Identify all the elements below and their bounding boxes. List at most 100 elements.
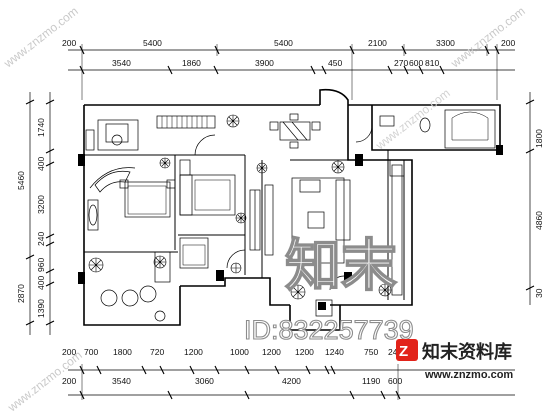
plant-icon <box>159 157 171 169</box>
dining-chair <box>289 141 299 149</box>
dim-bottom-outer-1: 200 <box>62 376 76 386</box>
balcony-chair <box>100 289 118 307</box>
dim-left-inner-7: 1390 <box>36 299 46 318</box>
door-swing <box>226 249 246 269</box>
brand-logo-mark: Z <box>399 343 408 360</box>
column <box>355 154 363 166</box>
master-bed <box>179 174 236 216</box>
dim-top-outer-1: 200 <box>62 38 76 48</box>
plant-icon <box>226 114 240 128</box>
nightstand <box>119 179 129 189</box>
column <box>318 302 326 310</box>
top-shelf <box>156 115 216 129</box>
nightstand <box>166 179 176 189</box>
structural-columns <box>78 145 503 310</box>
dim-bottom-inner-8: 1200 <box>295 347 314 357</box>
balcony-chair <box>139 285 157 303</box>
dim-left-inner-5: 960 <box>36 258 46 272</box>
plant-icon <box>290 284 306 300</box>
armchair <box>299 179 321 193</box>
dim-bottom-outer-6: 600 <box>388 376 402 386</box>
plant-icon <box>378 283 392 297</box>
dim-bottom-inner-6: 1000 <box>230 347 249 357</box>
dim-bottom-inner-10: 750 <box>364 347 378 357</box>
dim-top-inner-1: 3540 <box>112 58 131 68</box>
watermark-id: ID:832257739 <box>244 315 414 345</box>
dim-bottom-outer-2: 3540 <box>112 376 131 386</box>
dim-bottom-outer-5: 1190 <box>362 376 381 386</box>
dim-top-inner-7: 810 <box>425 58 439 68</box>
dim-top-inner-2: 1860 <box>182 58 201 68</box>
desk <box>105 123 129 143</box>
dim-bottom-inner-5: 1200 <box>184 347 203 357</box>
dining-chair <box>289 113 299 121</box>
furniture <box>85 109 496 322</box>
dim-bottom-inner-9: 1240 <box>325 347 344 357</box>
shelf-left <box>85 129 95 151</box>
brand-logo-box <box>396 339 418 361</box>
lower-panel <box>154 251 171 283</box>
tv-cabinet <box>264 184 274 256</box>
dim-bottom-outer-4: 4200 <box>282 376 301 386</box>
dimension-labels-bottom-inner: 200 700 1800 720 1200 1000 1200 1200 124… <box>62 347 402 357</box>
dimension-labels-top-inner: 3540 1860 3900 450 270 600 810 <box>112 58 439 68</box>
dim-left-outer-1: 5460 <box>16 171 26 190</box>
dim-left-inner-4: 240 <box>36 232 46 246</box>
plant-icon <box>331 160 345 174</box>
dining-chair <box>269 121 279 131</box>
dim-bottom-inner-3: 1800 <box>113 347 132 357</box>
dresser <box>179 159 191 176</box>
plant-icon <box>88 257 104 273</box>
watermark-diagonal-top-right: www.znzmo.com <box>447 4 527 71</box>
dim-right-1: 1800 <box>534 129 544 148</box>
dimension-labels-top-outer: 200 5400 5400 2100 3300 200 <box>62 38 515 48</box>
dim-bottom-inner-7: 1200 <box>262 347 281 357</box>
dim-bottom-inner-1: 200 <box>62 347 76 357</box>
dim-top-inner-6: 600 <box>409 58 423 68</box>
balcony-chair <box>121 289 139 307</box>
dim-bottom-inner-11: 240 <box>388 347 402 357</box>
entry-cabinet <box>315 299 333 317</box>
living-rug <box>291 177 345 264</box>
bathtub <box>444 109 496 149</box>
dimension-lines <box>29 49 531 396</box>
column <box>78 154 85 166</box>
door-swing <box>194 134 216 156</box>
toilet <box>419 117 431 133</box>
dim-top-outer-6: 200 <box>501 38 515 48</box>
plant-icon <box>256 162 268 174</box>
column <box>216 270 224 281</box>
watermark-diagonal-mid: www.znzmo.com <box>372 86 452 153</box>
balcony-table <box>154 310 166 322</box>
dimension-labels-left: 5460 2870 1740 400 3200 240 960 400 1390 <box>16 118 46 318</box>
plants <box>88 114 392 300</box>
dimension-labels-bottom-outer: 200 3540 3060 4200 1190 600 <box>62 376 402 386</box>
fridge <box>389 159 405 177</box>
coffee-table <box>307 211 325 229</box>
dining-table <box>279 121 311 141</box>
door-swing <box>329 275 345 291</box>
column <box>78 272 85 284</box>
bed <box>124 181 171 218</box>
plant-icon <box>230 262 242 274</box>
chair <box>111 134 123 146</box>
brand-url: www.znzmo.com <box>424 369 513 381</box>
plant-icon <box>153 255 167 269</box>
dim-left-outer-2: 2870 <box>16 284 26 303</box>
dim-left-inner-6: 400 <box>36 276 46 290</box>
sink <box>379 115 395 127</box>
column <box>344 272 352 284</box>
dim-bottom-inner-4: 720 <box>150 347 164 357</box>
plant-icon <box>235 212 247 224</box>
counter <box>391 164 403 296</box>
dim-right-2: 4860 <box>534 211 544 230</box>
watermark-logo: 知末 <box>285 234 397 297</box>
dim-bottom-inner-2: 700 <box>84 347 98 357</box>
dining-chair <box>311 121 321 131</box>
dim-bottom-outer-3: 3060 <box>195 376 214 386</box>
dimension-labels-right: 1800 4860 30 <box>534 129 544 298</box>
dim-top-outer-3: 5400 <box>274 38 293 48</box>
dim-top-outer-2: 5400 <box>143 38 162 48</box>
dim-left-inner-1: 1740 <box>36 118 46 137</box>
sofa <box>335 179 351 241</box>
